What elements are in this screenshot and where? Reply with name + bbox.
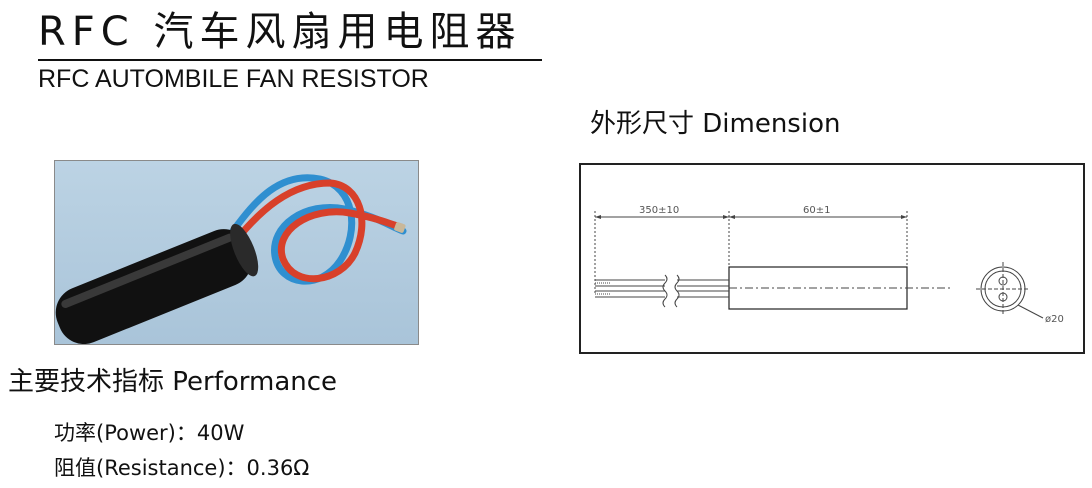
page-subtitle: RFC AUTOMBILE FAN RESISTOR <box>38 65 429 93</box>
resistor-body <box>55 229 252 344</box>
product-photo <box>54 160 419 345</box>
title-underline <box>38 59 542 61</box>
red-wire <box>233 179 405 283</box>
dimension-heading: 外形尺寸 Dimension <box>590 109 841 139</box>
performance-heading: 主要技术指标 Performance <box>8 367 338 397</box>
diameter-label: ø20 <box>1045 314 1064 325</box>
page-title: RFC 汽车风扇用电阻器 <box>38 9 522 55</box>
wire-tip <box>394 222 406 233</box>
spec-power: 功率(Power)：40W <box>54 421 245 445</box>
resistor-photo-illustration <box>55 174 407 344</box>
body-length-label: 60±1 <box>803 205 830 216</box>
blue-wire <box>229 174 407 285</box>
dimension-drawing-svg: 350±10 60±1 ø20 <box>594 205 1064 325</box>
dimension-drawing: 350±10 60±1 ø20 <box>579 163 1085 354</box>
lead-length-label: 350±10 <box>639 205 679 216</box>
spec-resistance: 阻值(Resistance)：0.36Ω <box>54 456 310 480</box>
